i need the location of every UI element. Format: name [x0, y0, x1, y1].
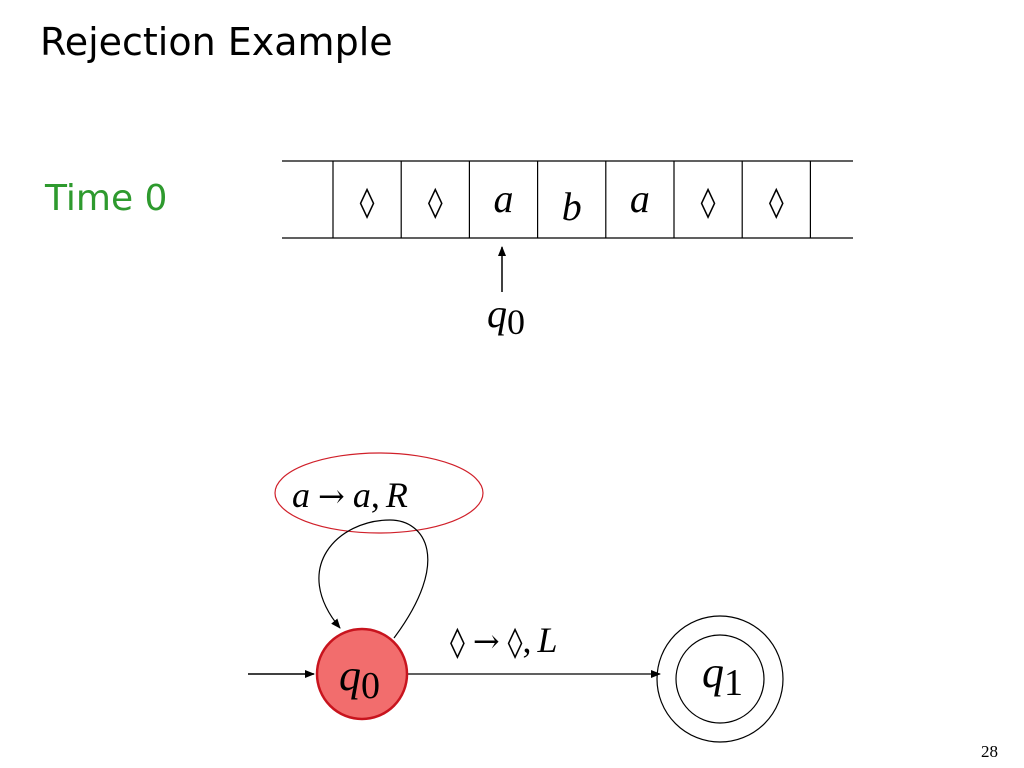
state-q1-label: q1: [702, 648, 743, 704]
tape: ◊ ◊ a b a ◊ ◊: [282, 160, 853, 239]
tape-symbols: ◊ ◊ a b a ◊ ◊: [360, 176, 784, 229]
transition-label: ◊→◊,L: [450, 620, 558, 660]
state-q1-inner-circle: [675, 634, 765, 724]
state-q1: q1: [656, 615, 784, 743]
state-q0-circle: [315, 627, 409, 721]
slide-title: Rejection Example: [40, 20, 393, 64]
self-loop-arrow: [318, 519, 429, 639]
page-number: 28: [981, 742, 998, 761]
tape-cell-symbol: ◊: [428, 185, 443, 220]
tape-cell-symbol: ◊: [360, 185, 375, 220]
tape-cell-symbol: a: [630, 176, 650, 221]
tape-head: q0: [487, 246, 525, 342]
transition-highlight-oval: [274, 452, 484, 534]
head-state-label: q0: [487, 291, 525, 342]
state-q1-outer-circle: [656, 615, 784, 743]
tape-cell-symbol: ◊: [769, 185, 784, 220]
tape-cell-symbol: a: [494, 176, 514, 221]
self-loop-label: a→a,R: [292, 475, 408, 515]
tape-cell-symbol: b: [562, 184, 582, 229]
time-label: Time 0: [45, 178, 168, 219]
tape-cell-dividers: [332, 161, 812, 238]
state-q0-label: q0: [339, 651, 380, 707]
tape-cell-symbol: ◊: [701, 185, 716, 220]
state-q0: q0: [315, 627, 409, 721]
